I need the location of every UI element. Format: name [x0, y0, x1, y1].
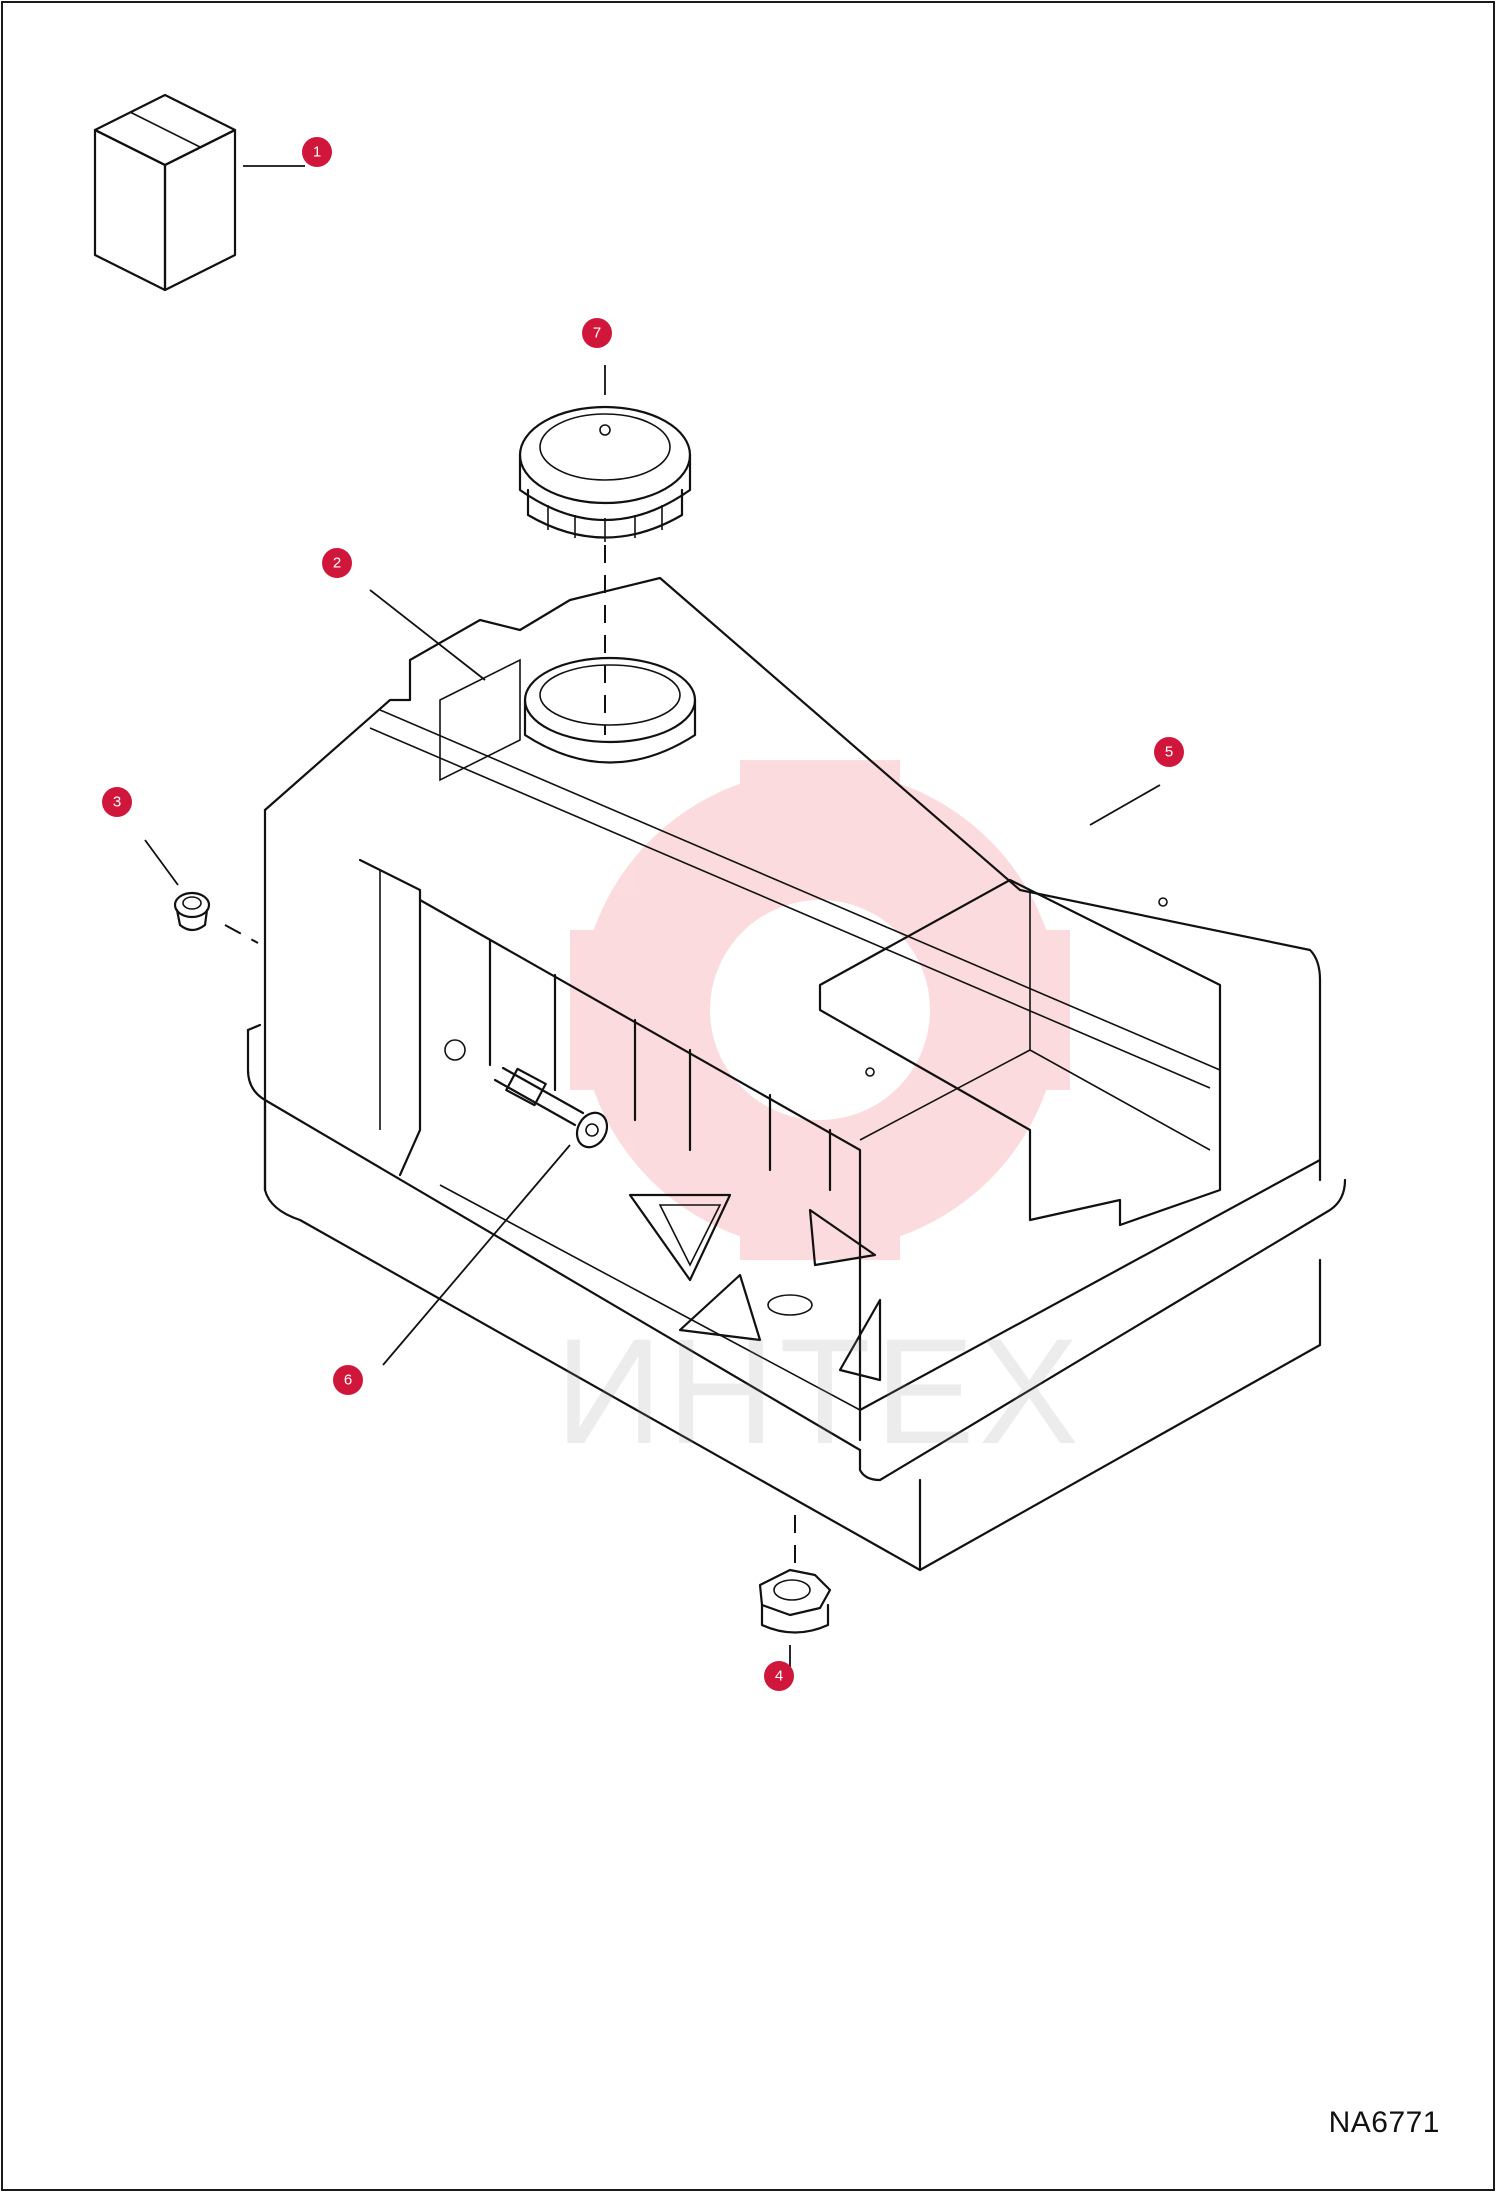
- hydraulic-tank-part: [246, 576, 1347, 1572]
- watermark-text: ИНТЕХ: [555, 1307, 1083, 1475]
- callout-7[interactable]: 7: [582, 318, 612, 348]
- drain-plug-part: [758, 1515, 832, 1668]
- callout-label-7: 7: [593, 325, 601, 342]
- filler-cap-part: [518, 365, 692, 735]
- leader-line-2: [369, 589, 486, 681]
- callout-label-3: 3: [113, 794, 121, 811]
- callout-label-4: 4: [775, 1668, 783, 1685]
- callout-label-5: 5: [1165, 744, 1173, 761]
- drawing-number: NA6771: [1328, 2106, 1440, 2139]
- fitting-part: [382, 1066, 609, 1366]
- kit-box-part: [93, 93, 305, 292]
- callout-label-2: 2: [333, 555, 341, 572]
- callout-3[interactable]: 3: [102, 787, 132, 817]
- callout-label-1: 1: [313, 144, 321, 161]
- breather-plug-part: [144, 839, 259, 944]
- callout-4[interactable]: 4: [764, 1661, 794, 1691]
- callout-5[interactable]: 5: [1154, 737, 1184, 767]
- callout-1[interactable]: 1: [302, 137, 332, 167]
- callout-label-6: 6: [344, 1372, 352, 1389]
- callout-6[interactable]: 6: [333, 1365, 363, 1395]
- watermark-gear-logo: [570, 760, 1070, 1260]
- callout-2[interactable]: 2: [322, 548, 352, 578]
